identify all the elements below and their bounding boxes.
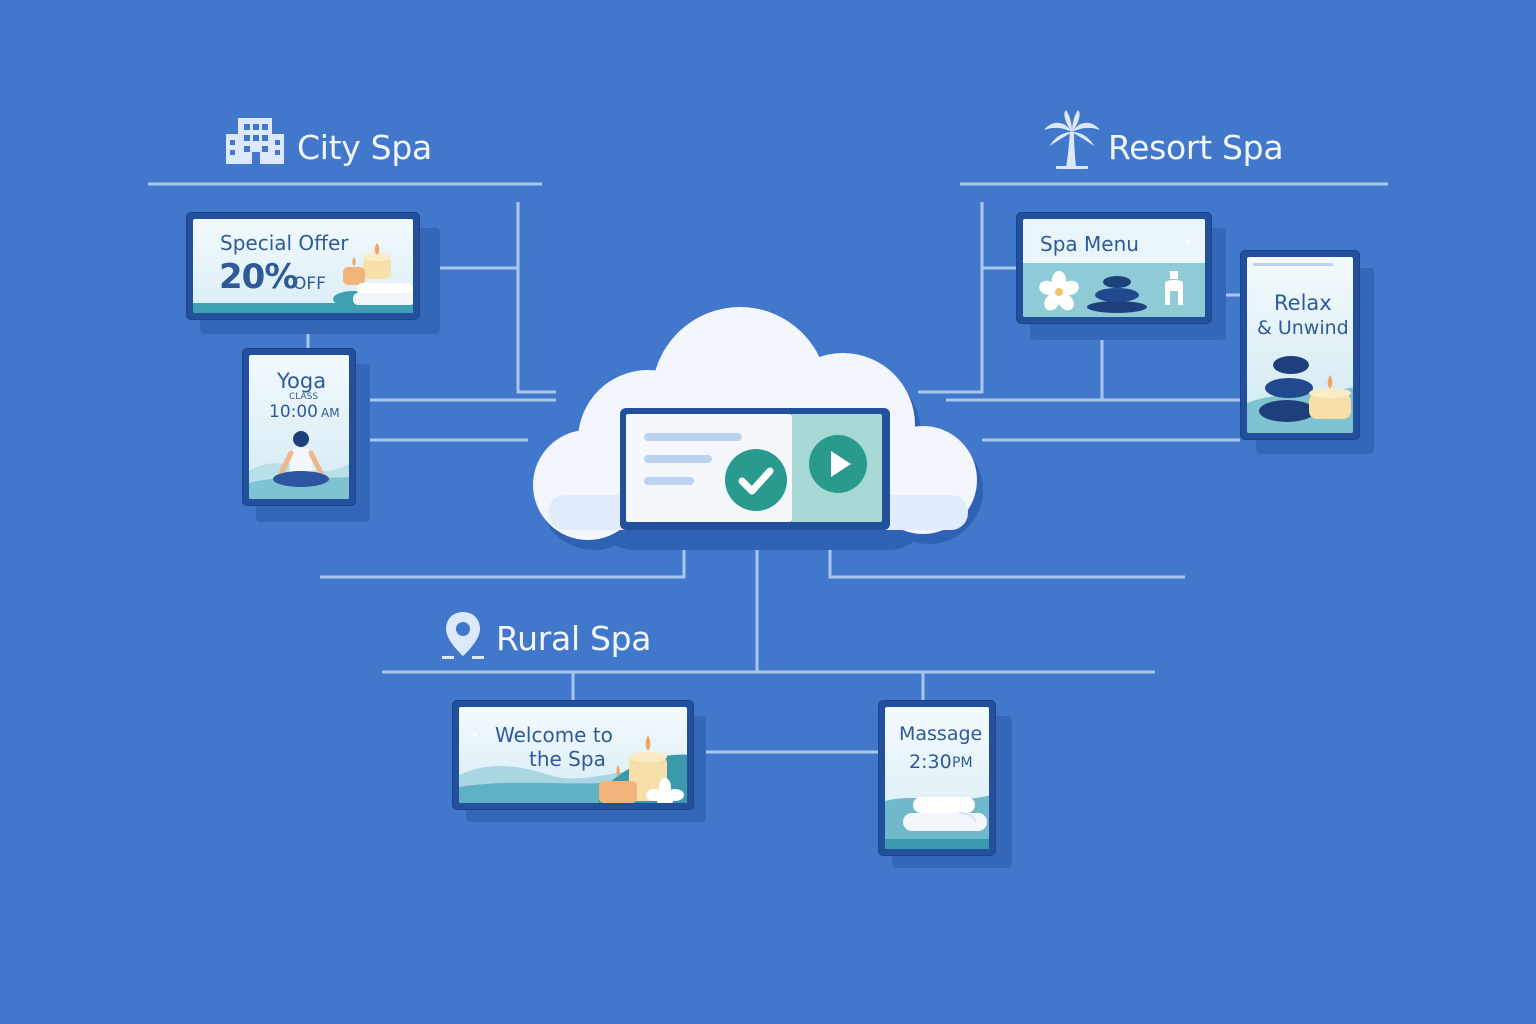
check-icon [724, 448, 788, 516]
massage-title: Massage [899, 723, 983, 745]
candles-icon [595, 721, 687, 803]
building-icon [224, 116, 288, 170]
bottle-icon [1159, 271, 1189, 311]
relax-unwind-screen: Relax & Unwind [1240, 250, 1360, 440]
meditation-icon [271, 429, 331, 495]
yoga-ampm: AM [321, 406, 340, 420]
welcome-line1: Welcome to [495, 723, 613, 747]
yoga-time: 10:00 [269, 402, 318, 422]
yoga-class-screen: Yoga CLASS 10:00 AM [242, 348, 356, 506]
candles-icon [333, 229, 413, 313]
welcome-screen: ✦ Welcome to the Spa [452, 700, 694, 810]
discount-value: 20% [219, 257, 298, 297]
relax-line1: Relax [1274, 291, 1332, 315]
text-line [644, 433, 742, 441]
play-button[interactable] [808, 434, 868, 498]
stones-candle-icon [1257, 345, 1353, 429]
text-line [644, 455, 712, 463]
yoga-sub: CLASS [289, 392, 319, 402]
rural-spa-label: Rural Spa [496, 619, 652, 658]
sparkle-icon: ✦ [1183, 235, 1194, 249]
palm-tree-icon [1042, 110, 1102, 174]
yoga-title: Yoga [277, 369, 327, 393]
massage-ampm: PM [952, 755, 973, 771]
city-spa-label: City Spa [297, 128, 432, 167]
massage-time: 2:30 [909, 751, 952, 773]
towels-icon [899, 793, 989, 843]
massage-screen: Massage 2:30 PM [878, 700, 996, 856]
stones-icon [1085, 273, 1149, 317]
relax-line2: & Unwind [1257, 317, 1349, 339]
flower-icon [1039, 271, 1079, 315]
spa-menu-screen: Spa Menu ✦ [1016, 212, 1212, 324]
map-pin-icon [440, 610, 486, 664]
text-line [644, 477, 694, 485]
control-panel [620, 408, 890, 530]
resort-spa-label: Resort Spa [1108, 128, 1284, 167]
special-offer-screen: Special Offer 20% OFF [186, 212, 420, 320]
special-offer-title: Special Offer [220, 231, 349, 255]
discount-off: OFF [293, 274, 326, 294]
spa-menu-title: Spa Menu [1040, 232, 1139, 256]
welcome-line2: the Spa [529, 747, 606, 771]
